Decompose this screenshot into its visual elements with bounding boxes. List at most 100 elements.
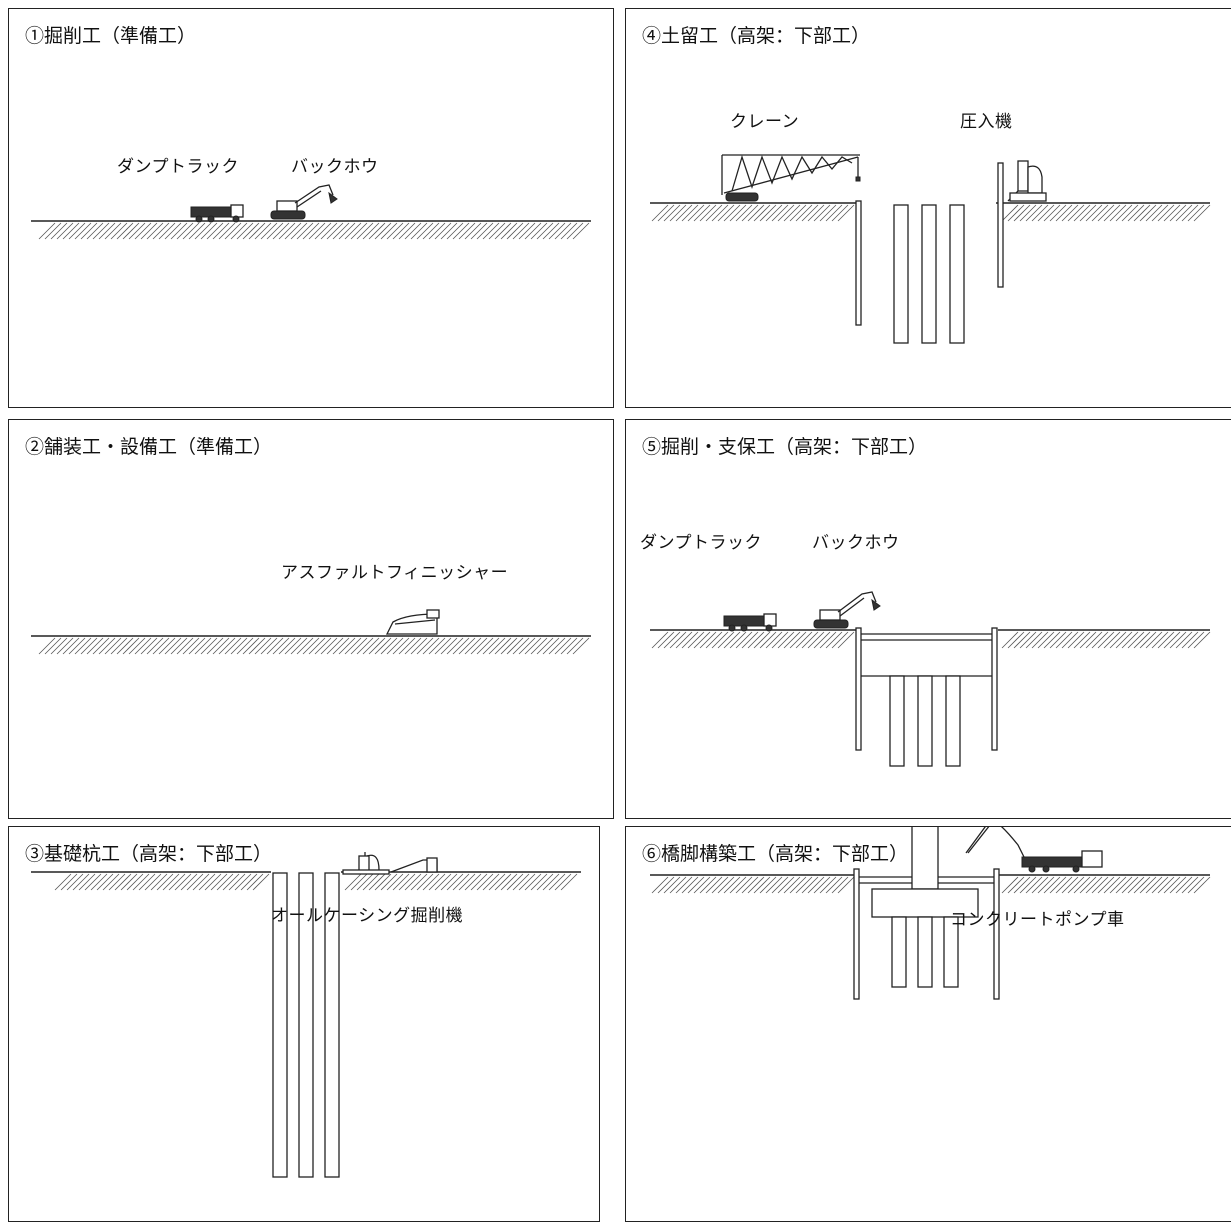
hatch-line: [1073, 876, 1091, 894]
hatch-line: [651, 876, 669, 894]
hatch-line: [512, 637, 530, 655]
hatch-line: [410, 873, 428, 891]
hatch-line: [114, 873, 132, 891]
hatch-line: [1175, 204, 1193, 222]
hatch-line: [242, 222, 260, 240]
hatch-line: [188, 637, 206, 655]
hatch-line: [675, 631, 693, 649]
hatch-line: [164, 222, 182, 240]
hatch-line: [1013, 631, 1031, 649]
hatch-line: [152, 222, 170, 240]
hatch-line: [753, 876, 771, 894]
hatch-line: [338, 222, 356, 240]
hatch-line: [1187, 631, 1205, 649]
hatch-line: [44, 222, 62, 240]
hatch-line: [1103, 631, 1121, 649]
hatch-line: [380, 637, 398, 655]
hatch-line: [204, 873, 222, 891]
hatch-line: [753, 631, 771, 649]
hatch-line: [194, 222, 212, 240]
panel-earth-retaining: ④土留工（高架：下部工） クレーン 圧入機: [625, 8, 1231, 408]
hatch-line: [1157, 631, 1175, 649]
hatch-line: [765, 631, 783, 649]
hatch-line: [332, 637, 350, 655]
hatch-line: [524, 873, 542, 891]
hatch-line: [146, 637, 164, 655]
hatch-line: [86, 222, 104, 240]
hatch-line: [1115, 876, 1133, 894]
hatch-line: [84, 873, 102, 891]
hatch-line: [66, 873, 84, 891]
hatch-line: [548, 637, 566, 655]
hatch-line: [452, 222, 470, 240]
hatch-line: [216, 873, 234, 891]
hatch-line: [98, 222, 116, 240]
hatch-line: [687, 631, 705, 649]
hatch-line: [122, 637, 140, 655]
hatch-line: [458, 637, 476, 655]
hatch-line: [1115, 631, 1133, 649]
hatch-line: [669, 204, 687, 222]
hatch-line: [110, 637, 128, 655]
hatch-pattern: [54, 873, 270, 891]
hatch-line: [74, 222, 92, 240]
hatch-line: [254, 222, 272, 240]
foundation-piles: [272, 872, 340, 1178]
hatch-line: [362, 637, 380, 655]
hatch-line: [1097, 631, 1115, 649]
hatch-line: [687, 204, 705, 222]
hatch-line: [356, 637, 374, 655]
hatch-line: [1025, 876, 1043, 894]
hatch-line: [186, 873, 204, 891]
hatch-line: [699, 204, 717, 222]
press-in-machine-label: 圧入機: [960, 112, 1013, 132]
panel-excavation-shoring: ⑤掘削・支保工（高架：下部工） ダンプトラック バックホウ: [625, 419, 1231, 819]
hatch-line: [783, 876, 801, 894]
hatch-line: [404, 222, 422, 240]
hatch-line: [90, 873, 108, 891]
hatch-line: [1061, 204, 1079, 222]
hatch-line: [741, 631, 759, 649]
hatch-line: [50, 222, 68, 240]
hatch-line: [60, 873, 78, 891]
hatch-line: [518, 222, 536, 240]
hatch-line: [1091, 631, 1109, 649]
hatch-line: [765, 876, 783, 894]
panel-2-title: ②舗装工・設備工（準備工）: [25, 436, 273, 458]
hatch-line: [1127, 876, 1145, 894]
hatch-line: [717, 631, 735, 649]
hatch-line: [548, 873, 566, 891]
panel-3-title: ③基礎杭工（高架：下部工）: [25, 843, 273, 865]
hatch-line: [1007, 631, 1025, 649]
hatch-line: [78, 873, 96, 891]
hatch-line: [212, 637, 230, 655]
hatch-pattern: [651, 204, 855, 222]
hatch-line: [200, 637, 218, 655]
hatch-line: [368, 873, 386, 891]
pier-column: [911, 827, 939, 890]
hatch-line: [705, 876, 723, 894]
hatch-line: [182, 637, 200, 655]
hatch-line: [789, 876, 807, 894]
foundation-piles: [893, 204, 965, 344]
hatch-line: [1037, 876, 1055, 894]
hatch-line: [669, 876, 687, 894]
hatch-line: [116, 637, 134, 655]
hatch-line: [434, 637, 452, 655]
panel-excavation-prep: ①掘削工（準備工） ダンプトラック バックホウ: [8, 8, 614, 408]
hatch-line: [1091, 204, 1109, 222]
hatch-line: [1151, 204, 1169, 222]
hatch-line: [1031, 876, 1049, 894]
hatch-line: [717, 204, 735, 222]
hatch-line: [168, 873, 186, 891]
hatch-line: [152, 637, 170, 655]
hatch-line: [92, 222, 110, 240]
hatch-line: [771, 204, 789, 222]
hatch-line: [1073, 631, 1091, 649]
hatch-line: [759, 204, 777, 222]
hatch-line: [1145, 876, 1163, 894]
hatch-line: [711, 631, 729, 649]
hatch-line: [699, 631, 717, 649]
hatch-line: [506, 222, 524, 240]
hatch-line: [735, 876, 753, 894]
